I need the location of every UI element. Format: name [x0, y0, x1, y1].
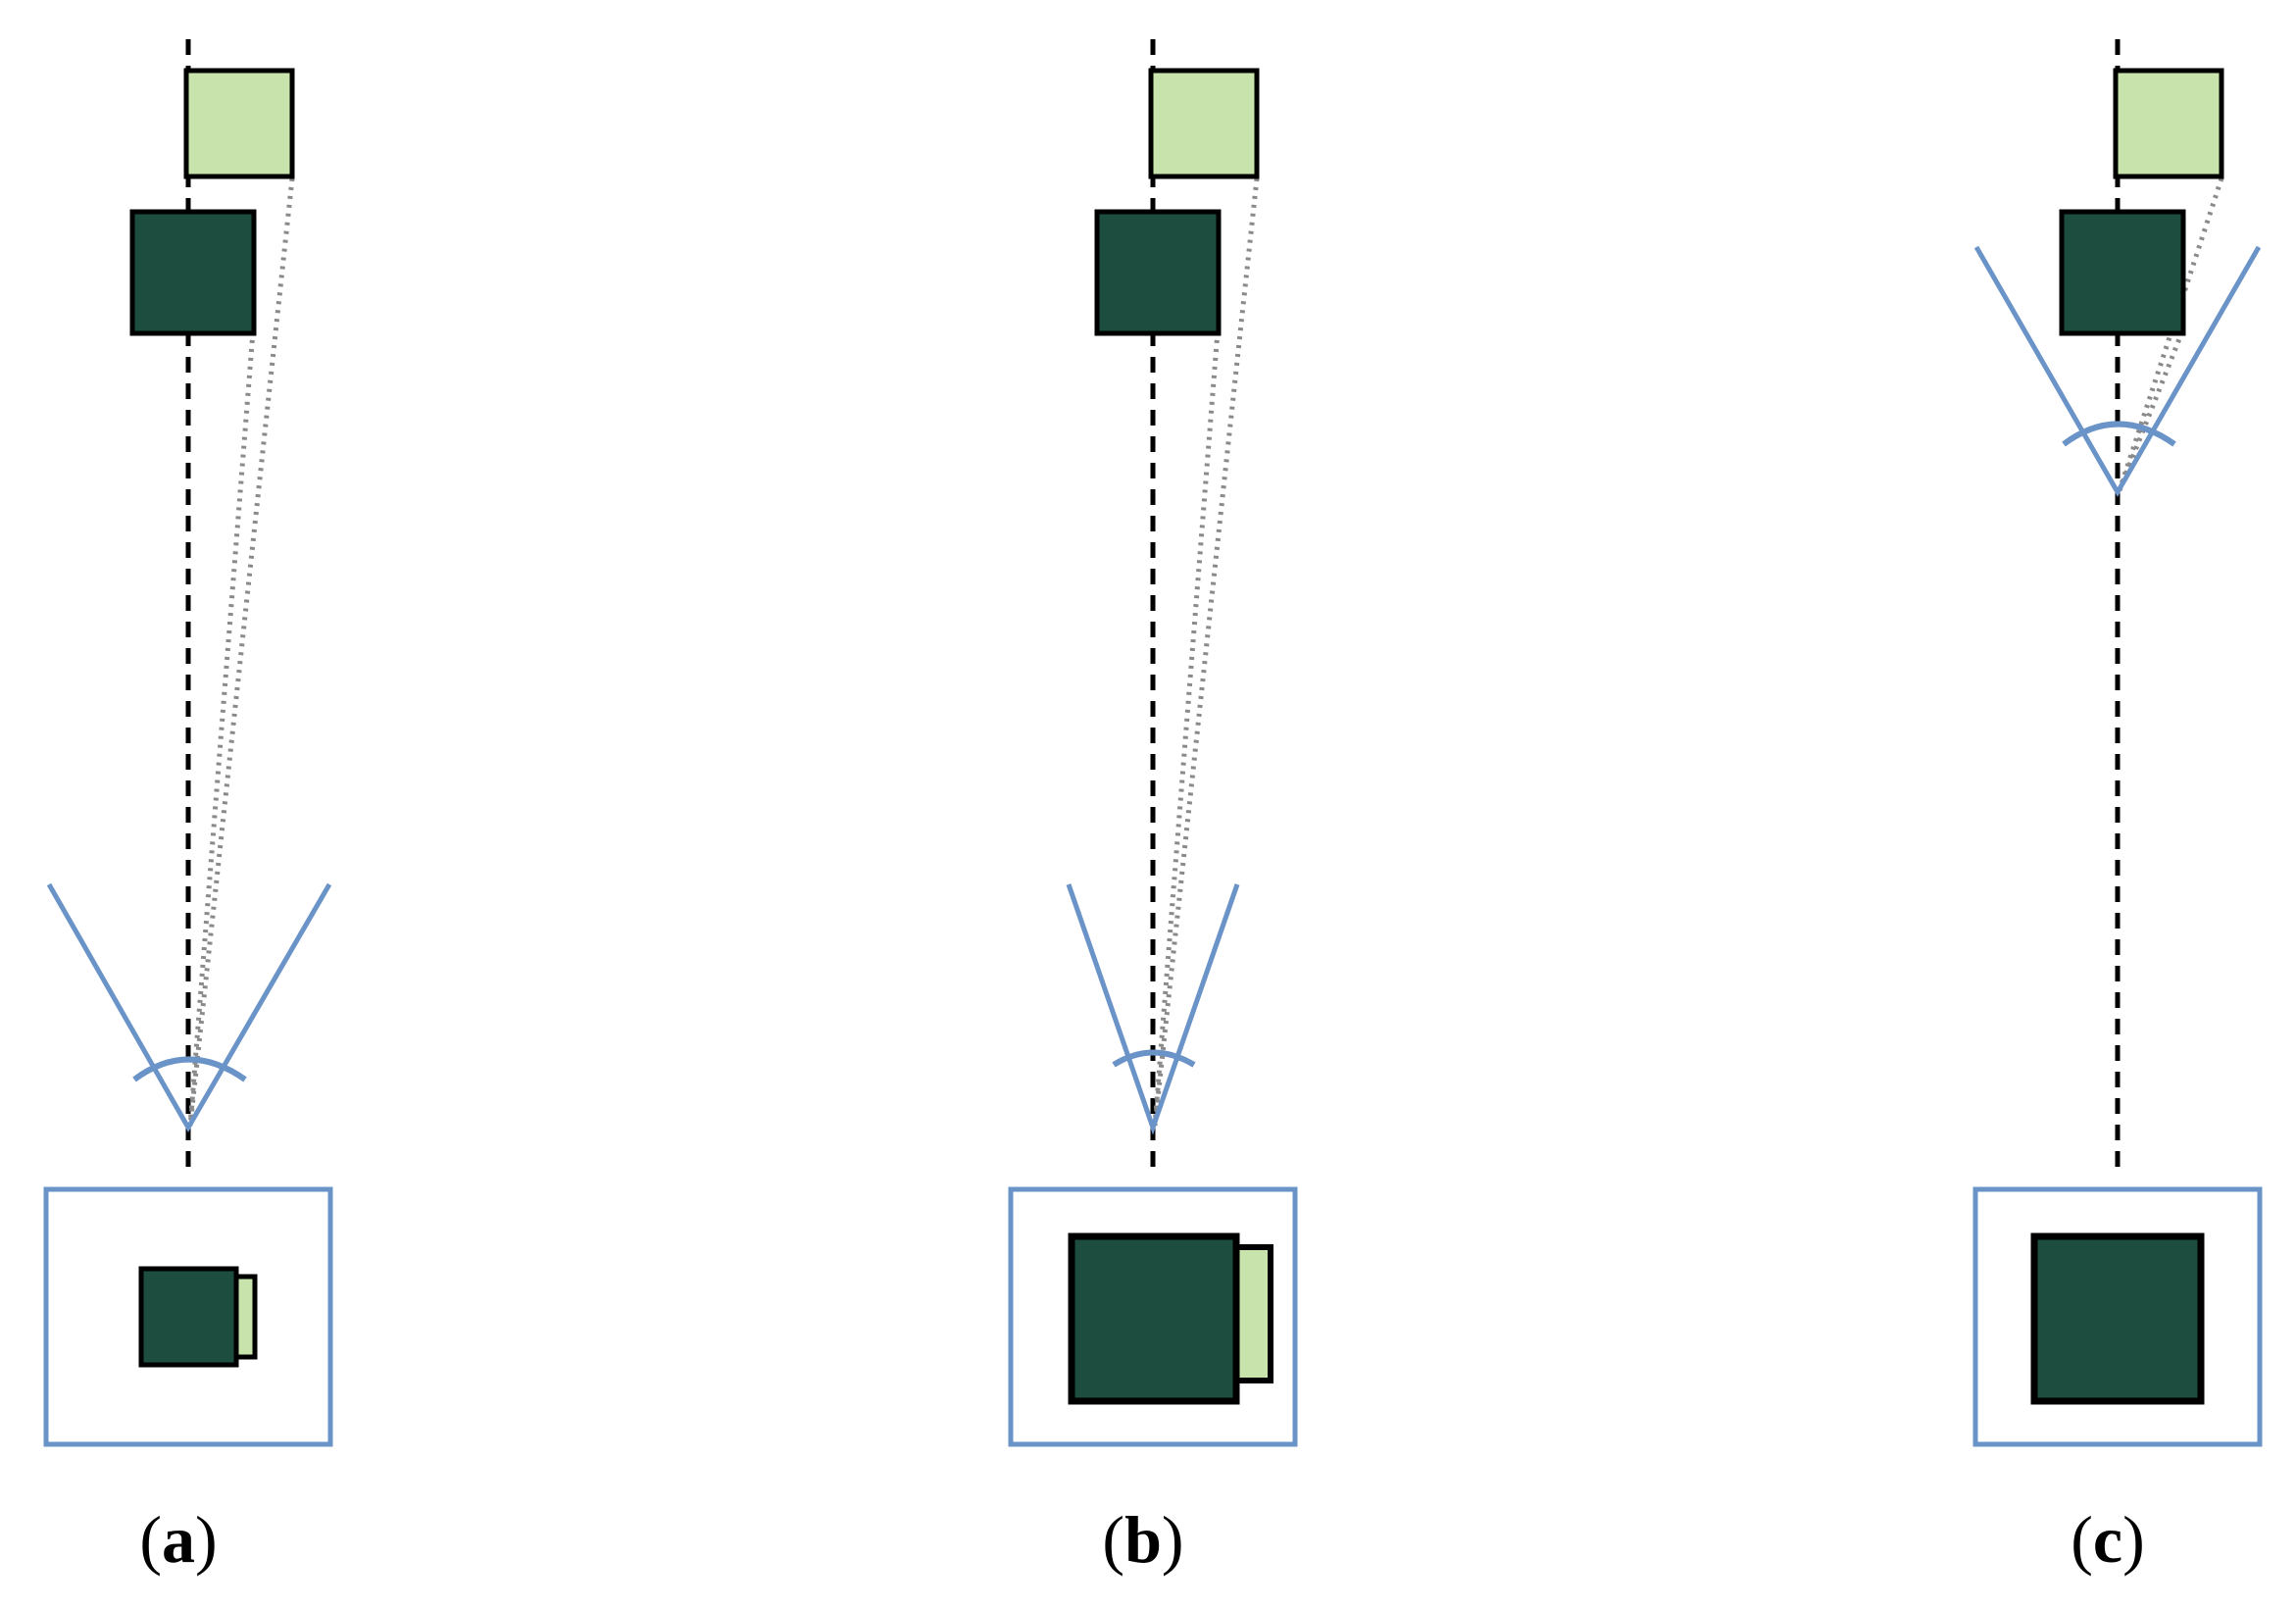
- sight-line-near-object: [2117, 330, 2185, 491]
- camera-field-of-view: [1973, 245, 2262, 498]
- far-object-square: [183, 68, 295, 179]
- panel-a: [43, 39, 333, 1447]
- near-object-square: [129, 209, 257, 336]
- label-letter: a: [162, 1502, 195, 1577]
- label-letter: c: [2092, 1502, 2123, 1577]
- sight-line-near-object: [1152, 330, 1221, 1127]
- near-object-square: [2059, 209, 2186, 336]
- label-open-paren: (: [2071, 1502, 2093, 1577]
- label-close-paren: ): [1161, 1502, 1184, 1577]
- panel-b: [1008, 39, 1298, 1447]
- label-open-paren: (: [1102, 1502, 1125, 1577]
- panel-c: [1972, 39, 2263, 1447]
- panel-label-a: (a): [80, 1500, 276, 1579]
- sight-line-near-object: [187, 330, 256, 1127]
- projected-near-object: [1068, 1232, 1240, 1405]
- sight-line-far-object: [2117, 177, 2224, 491]
- label-letter: b: [1124, 1502, 1162, 1577]
- camera-field-of-view: [1066, 883, 1240, 1135]
- panel-label-c: (c): [2010, 1500, 2206, 1579]
- image-frame: [43, 1186, 333, 1447]
- label-close-paren: ): [195, 1502, 218, 1577]
- label-close-paren: ): [2122, 1502, 2145, 1577]
- image-frame: [1008, 1186, 1298, 1447]
- far-object-square: [1148, 68, 1260, 179]
- panel-label-b: (b): [1045, 1500, 1241, 1579]
- projected-near-object: [2030, 1232, 2205, 1405]
- label-open-paren: (: [139, 1502, 162, 1577]
- near-object-square: [1094, 209, 1222, 336]
- far-object-square: [2113, 68, 2224, 179]
- image-frame: [1972, 1186, 2263, 1447]
- camera-field-of-view: [46, 882, 332, 1133]
- projected-near-object: [138, 1266, 239, 1368]
